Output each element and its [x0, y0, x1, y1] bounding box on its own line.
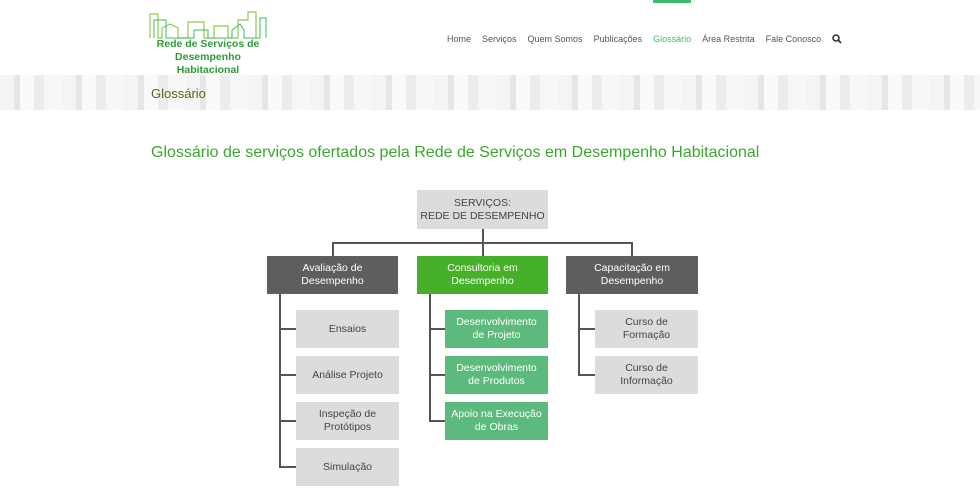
- nav-quem-somos[interactable]: Quem Somos: [527, 34, 583, 44]
- page-title: Glossário de serviços ofertados pela Red…: [151, 144, 760, 161]
- item-desenvolvimento-projeto: Desenvolvimento de Projeto: [445, 310, 548, 348]
- item-desenvolvimento-produtos: Desenvolvimento de Produtos: [445, 356, 548, 394]
- nav-publicacoes[interactable]: Publicações: [593, 34, 643, 44]
- nav-servicos[interactable]: Serviços: [482, 34, 517, 44]
- column-consultoria: Consultoria em Desempenho: [417, 256, 548, 294]
- band-title: Glossário: [151, 86, 206, 101]
- item-analise-projeto: Análise Projeto: [296, 356, 399, 394]
- item-simulacao: Simulação: [296, 448, 399, 486]
- item-ensaios: Ensaios: [296, 310, 399, 348]
- city-skyline-icon: [149, 11, 267, 39]
- diagram-root: SERVIÇOS: REDE DE DESEMPENHO: [417, 190, 548, 229]
- column-capacitacao: Capacitação em Desempenho: [566, 256, 698, 294]
- logo-line1: Rede de Serviços de: [156, 38, 260, 50]
- nav-fale-conosco[interactable]: Fale Conosco: [765, 34, 822, 44]
- item-curso-formacao: Curso de Formação: [595, 310, 698, 348]
- search-icon[interactable]: [832, 34, 842, 46]
- item-curso-informacao: Curso de Informação: [595, 356, 698, 394]
- logo-line2: Desempenho Habitacional: [175, 51, 241, 76]
- nav-glossario[interactable]: Glossário: [653, 0, 692, 44]
- main-nav: Home Serviços Quem Somos Publicações Glo…: [447, 0, 853, 46]
- column-avaliacao: Avaliação de Desempenho: [267, 256, 398, 294]
- nav-area-restrita[interactable]: Área Restrita: [702, 34, 755, 44]
- item-inspecao-prototipos: Inspeção de Protótipos: [296, 402, 399, 440]
- item-apoio-execucao: Apoio na Execução de Obras: [445, 402, 548, 440]
- nav-home[interactable]: Home: [447, 34, 472, 44]
- title-band: [0, 75, 980, 110]
